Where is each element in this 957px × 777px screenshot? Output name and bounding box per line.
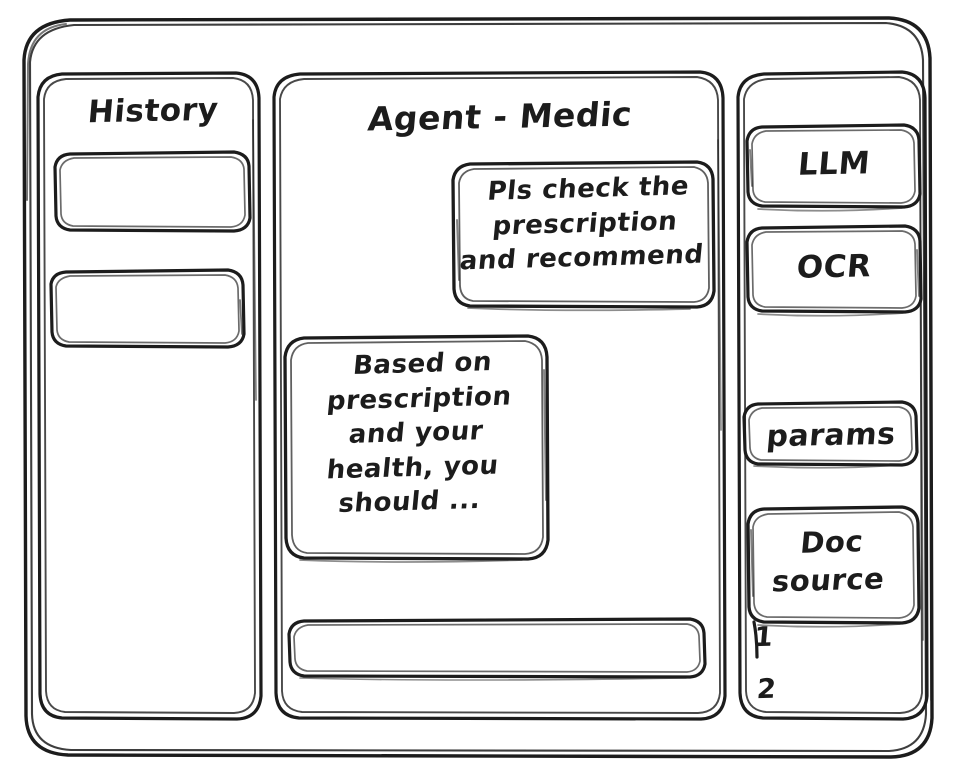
tool-button-llm[interactable] — [747, 125, 921, 208]
assistant-message-bubble — [285, 336, 549, 560]
tool-button-params[interactable] — [744, 402, 918, 466]
history-item-2[interactable] — [51, 270, 245, 348]
tool-button-doc-source[interactable] — [748, 507, 920, 624]
user-message-bubble — [453, 162, 715, 308]
tool-button-ocr[interactable] — [747, 226, 922, 313]
history-item-1[interactable] — [55, 152, 251, 232]
message-input[interactable] — [289, 619, 706, 678]
